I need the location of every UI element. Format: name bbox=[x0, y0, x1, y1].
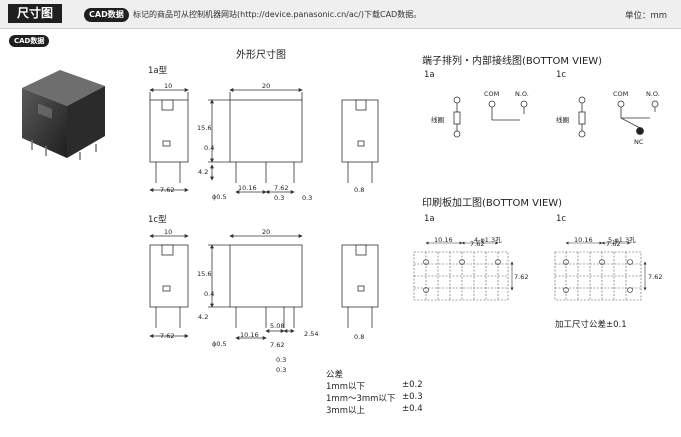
dim-15-6-1a: 15.6 bbox=[197, 124, 212, 132]
dim-10-16-1a: 10.16 bbox=[238, 184, 257, 192]
dim-0-4-1a: 0.4 bbox=[204, 144, 215, 152]
dim-7-62-front-1c: 7.62 bbox=[270, 341, 285, 349]
dim-pin-dia-1a: ϕ0.5 bbox=[212, 193, 227, 201]
terminal-title: 端子排列・内部接线图(BOTTOM VIEW) bbox=[422, 56, 603, 67]
pcb-hole-1a: 4-φ1.3孔 bbox=[474, 236, 502, 244]
page-title: 尺寸图 bbox=[8, 4, 62, 23]
dim-10-1a: 10 bbox=[164, 82, 173, 90]
cad-data-badge[interactable]: CAD数据 bbox=[84, 8, 129, 22]
dim-15-6-1c: 15.6 bbox=[197, 270, 212, 278]
dim-0-8-1a: 0.8 bbox=[354, 186, 365, 194]
dim-0-3b-1c: 0.3 bbox=[276, 366, 287, 374]
dim-0-8-1c: 0.8 bbox=[354, 333, 365, 341]
cad-data-button[interactable]: CAD数据 bbox=[9, 35, 50, 47]
dim-10-1c: 10 bbox=[164, 228, 173, 236]
dim-2-54-1c: 2.54 bbox=[304, 330, 319, 338]
cad-download-note: 标记的商品可从控制机器网站(http://device.panasonic.cn… bbox=[133, 10, 422, 19]
tolerance-range-3: 3mm以上 bbox=[326, 406, 365, 416]
outline-1a bbox=[149, 88, 379, 194]
outline-1c bbox=[149, 234, 379, 340]
pcb-dim-7-62v-1c: 7.62 bbox=[648, 273, 663, 281]
unit-label: 单位：mm bbox=[624, 11, 667, 21]
schematic-1c bbox=[578, 96, 659, 138]
coil-label-1a: 线圈 bbox=[431, 116, 444, 124]
no-label-1a: N.O. bbox=[515, 90, 529, 98]
dim-pin-dia-1c: ϕ0.5 bbox=[212, 340, 227, 348]
pcb-label-1a: 1a bbox=[424, 214, 435, 224]
dim-0-3a-1a: 0.3 bbox=[274, 194, 285, 202]
pcb-dim-10-16-1c: 10.16 bbox=[574, 236, 593, 244]
coil-label-1c: 线圈 bbox=[556, 116, 569, 124]
dim-10-16-1c: 10.16 bbox=[240, 331, 259, 339]
tolerance-range-1: 1mm以下 bbox=[326, 382, 365, 392]
dim-5-08-1c: 5.08 bbox=[270, 322, 285, 330]
pcb-dim-7-62-1a: 7.62 bbox=[470, 240, 485, 248]
dim-20-1a: 20 bbox=[262, 82, 271, 90]
dim-0-3a-1c: 0.3 bbox=[276, 356, 287, 364]
pcb-dim-10-16-1a: 10.16 bbox=[434, 236, 453, 244]
dim-0-4-1c: 0.4 bbox=[204, 290, 215, 298]
pcb-tolerance-note: 加工尺寸公差±0.1 bbox=[555, 320, 627, 330]
relay-photo bbox=[22, 70, 105, 160]
schematic-1a bbox=[453, 96, 528, 138]
tolerance-title: 公差 bbox=[326, 370, 344, 380]
tolerance-value-3: ±0.4 bbox=[402, 404, 423, 414]
outline-type-1c: 1c型 bbox=[148, 215, 167, 225]
dim-7-62-front-1a: 7.62 bbox=[274, 184, 289, 192]
pcb-title: 印刷板加工图(BOTTOM VIEW) bbox=[422, 198, 563, 209]
dim-7-62-side-1c: 7.62 bbox=[160, 332, 175, 340]
outline-title: 外形尺寸图 bbox=[236, 50, 286, 61]
pcb-label-1c: 1c bbox=[556, 214, 567, 224]
pcb-dim-7-62-1c: 7.62 bbox=[606, 240, 621, 248]
pcb-dim-7-62v-1a: 7.62 bbox=[514, 273, 529, 281]
dim-7-62-side-1a: 7.62 bbox=[160, 186, 175, 194]
tolerance-value-2: ±0.3 bbox=[402, 392, 423, 402]
dim-20-1c: 20 bbox=[262, 228, 271, 236]
terminal-label-1a: 1a bbox=[424, 70, 435, 80]
terminal-label-1c: 1c bbox=[556, 70, 567, 80]
outline-type-1a: 1a型 bbox=[148, 66, 168, 76]
com-label-1a: COM bbox=[484, 90, 500, 98]
dim-4-2-1c: 4.2 bbox=[198, 313, 209, 321]
dim-0-3b-1a: 0.3 bbox=[302, 194, 313, 202]
no-label-1c: N.O. bbox=[646, 90, 660, 98]
com-label-1c: COM bbox=[613, 90, 629, 98]
tolerance-range-2: 1mm～3mm以下 bbox=[326, 394, 396, 404]
nc-label-1c: NC bbox=[634, 138, 644, 146]
pcb-hole-1c: 5-φ1.3孔 bbox=[608, 236, 636, 244]
pcb-grid-1c bbox=[554, 241, 647, 301]
pcb-grid-1a bbox=[413, 241, 514, 301]
dim-4-2-1a: 4.2 bbox=[198, 168, 209, 176]
tolerance-value-1: ±0.2 bbox=[402, 380, 423, 390]
header-bar: 尺寸图 CAD数据 标记的商品可从控制机器网站(http://device.pa… bbox=[0, 0, 681, 29]
